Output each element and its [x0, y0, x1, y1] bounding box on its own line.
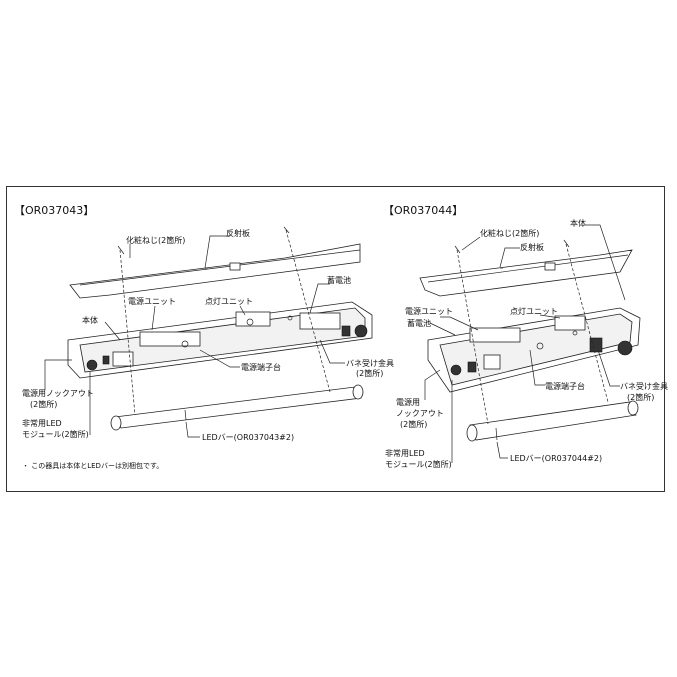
left-label-knockout-count: (2箇所) [30, 399, 57, 409]
left-label-battery: 蓄電池 [327, 275, 351, 285]
left-label-emergency: 非常用LED [22, 418, 62, 428]
right-label-reflector: 反射板 [520, 242, 544, 252]
left-title: 【OR037043】 [14, 204, 94, 217]
right-label-power-unit: 電源ユニット [405, 307, 453, 316]
right-label-emergency-module: モジュール(2箇所) [385, 459, 452, 469]
right-label-spring-bracket: バネ受け金具 [620, 381, 668, 391]
right-label-screw: 化粧ねじ(2箇所) [480, 228, 539, 238]
right-label-knockout-count: (2箇所) [400, 419, 427, 429]
right-label-led-bar: LEDバー(OR037044#2) [510, 454, 602, 463]
right-led-bar [466, 400, 639, 442]
diagram-frame [6, 186, 665, 492]
right-reflector [419, 249, 633, 297]
left-label-spring-bracket: バネ受け金具 [346, 358, 394, 368]
left-body [67, 301, 373, 379]
left-note: ・ この器具は本体とLEDバーは別梱包です。 [22, 461, 163, 470]
left-label-reflector: 反射板 [226, 228, 250, 238]
right-label-power-terminal: 電源端子台 [545, 381, 585, 391]
right-label-knockout-2: ノックアウト [396, 409, 444, 418]
left-label-power-unit: 電源ユニット [128, 297, 176, 306]
right-label-knockout: 電源用 [396, 398, 420, 407]
right-title: 【OR037044】 [383, 204, 463, 217]
left-label-lighting-unit: 点灯ユニット [205, 296, 253, 306]
left-led-bar [110, 384, 364, 431]
right-diagram: 【OR037044】 [383, 204, 668, 469]
right-label-battery: 蓄電池 [407, 318, 431, 328]
left-label-emergency-module: モジュール(2箇所) [22, 429, 89, 439]
right-label-emergency: 非常用LED [385, 448, 425, 458]
right-label-body: 本体 [570, 218, 586, 228]
left-label-screw: 化粧ねじ(2箇所) [126, 235, 185, 245]
right-label-lighting-unit: 点灯ユニット [510, 306, 558, 316]
left-label-knockout: 電源用ノックアウト [22, 389, 94, 398]
left-label-led-bar: LEDバー(OR037043#2) [202, 433, 294, 442]
left-label-body: 本体 [82, 315, 98, 325]
left-diagram: 【OR037043】 [14, 204, 394, 470]
left-reflector [69, 243, 361, 299]
left-label-spring-bracket-count: (2箇所) [356, 368, 383, 378]
right-label-spring-bracket-count: (2箇所) [627, 392, 654, 402]
left-label-power-terminal: 電源端子台 [241, 362, 281, 372]
right-body [427, 307, 641, 393]
